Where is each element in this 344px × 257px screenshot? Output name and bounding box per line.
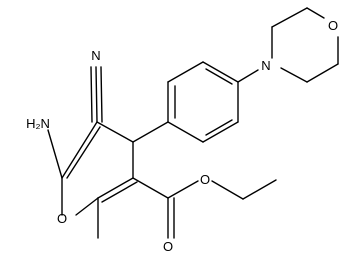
amino-bond <box>47 129 63 179</box>
atom-morpholine-o: O <box>328 18 338 33</box>
atom-ester-o-single: O <box>200 172 210 187</box>
ester-group <box>132 177 277 239</box>
atom-amine: H₂N <box>26 116 50 131</box>
pyran-ring <box>61 121 138 216</box>
atom-ester-o-double: O <box>163 239 173 252</box>
atom-ring-o: O <box>57 211 67 226</box>
aryl-link-bond <box>132 121 169 143</box>
morpholine-ring <box>237 7 339 83</box>
atom-nitrile-n: N <box>91 48 100 63</box>
atom-morpholine-n: N <box>261 58 270 73</box>
phenyl-ring <box>167 61 239 143</box>
nitrile-group <box>90 66 103 123</box>
